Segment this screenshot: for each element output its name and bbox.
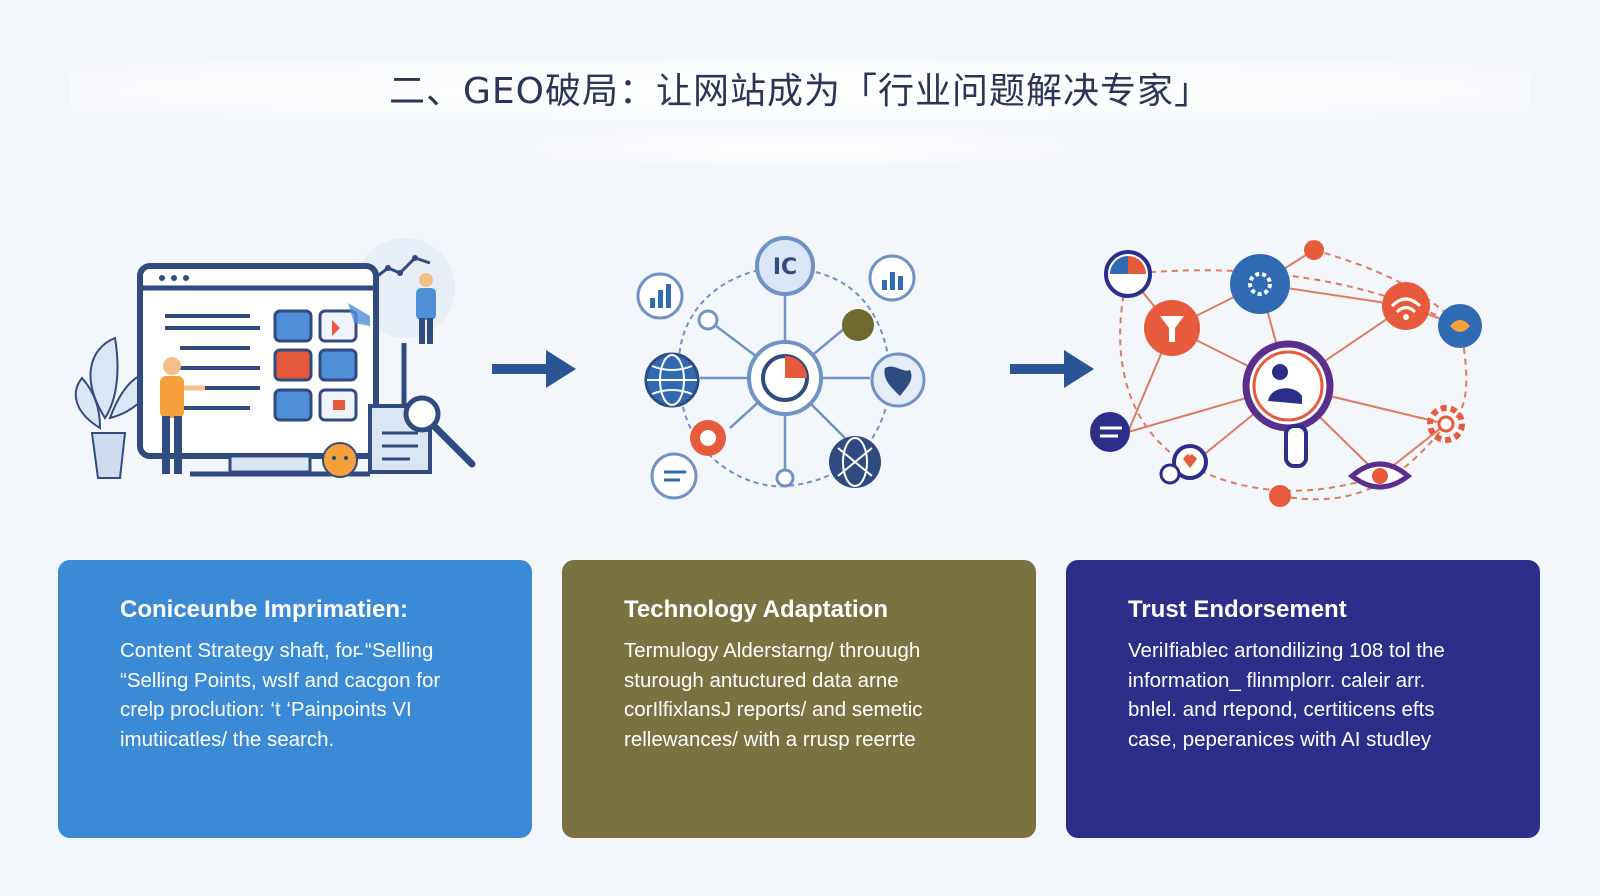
card-line: VeriIfiablec artondilizing 108 tol the [1128,639,1445,662]
card-body: Content Strategy shaft, for̵ “Selling “S… [120,636,490,754]
eye-node [1348,461,1412,490]
card-line: crelp proclution: ‘t ‘Painpoints VI [120,698,412,721]
title-glow [70,60,1530,120]
card-line: Content Strategy shaft, for̵ “Selling [120,639,434,662]
olive-node [842,309,874,341]
card-title: Technology Adaptation [624,596,888,623]
card-line: sturough antuctured data arne [624,668,899,692]
card-line: rellewances/ with a rrusp reerrte [624,727,916,751]
card-line: Termulogy Alderstarng/ throuugh [624,639,921,662]
content-tiles [273,309,358,422]
card-line: case, peperanices with AI studley [1128,727,1432,751]
plant-icon [74,336,157,479]
technology-adaptation-card: Technology Adaptation Termulogy Aldersta… [562,560,1036,838]
trust-center-node [1242,340,1334,432]
subtitle-glow [530,128,1070,166]
website-content-illustration [74,238,476,479]
card-line: bnlel. and rtepond, certiticens efts [1128,698,1435,721]
card-body: Termulogy Alderstarng/ throuugh sturough… [624,636,994,754]
arrow-right-icon-2 [1010,350,1094,388]
trust-network-illustration [1090,240,1482,507]
gear-node [1230,254,1290,314]
document-magnifier-icon [368,395,476,474]
content-strategy-card: Conіceunbe Imprimatien: Content Strategy… [58,560,532,838]
settings-gear-node [1427,405,1465,443]
ic-node [755,236,815,296]
person-figure [160,357,205,474]
page-title: 二、GEO破局：让网站成为「行业问题解决专家」 [389,71,1211,112]
heart-node [1159,444,1208,485]
card-title: Conіceunbe Imprimatien: [120,596,409,623]
card-line: imutiicatles/ the search. [120,727,335,751]
card-line: “Selling Points, wsIf and cacgon for [120,668,441,692]
trust-endorsement-card: Trust Endorsement VeriIfiablec artondili… [1066,560,1540,838]
mascot-icon [322,442,358,478]
chat-bubble-node [1090,412,1130,452]
card-body: VeriIfiablec artondilizing 108 tol the i… [1128,636,1498,754]
card-line: information_ flinmplorr. caleir arr. [1128,668,1426,692]
technology-network-illustration: IC [636,236,926,500]
arrow-right-icon [492,350,576,388]
chat-node [650,452,698,500]
analyst-figure [348,255,436,344]
svg-text:IC: IC [773,255,797,280]
card-title: Trust Endorsement [1128,596,1347,623]
card-line: corIlfixlansJ reports/ and semetic [624,698,923,721]
